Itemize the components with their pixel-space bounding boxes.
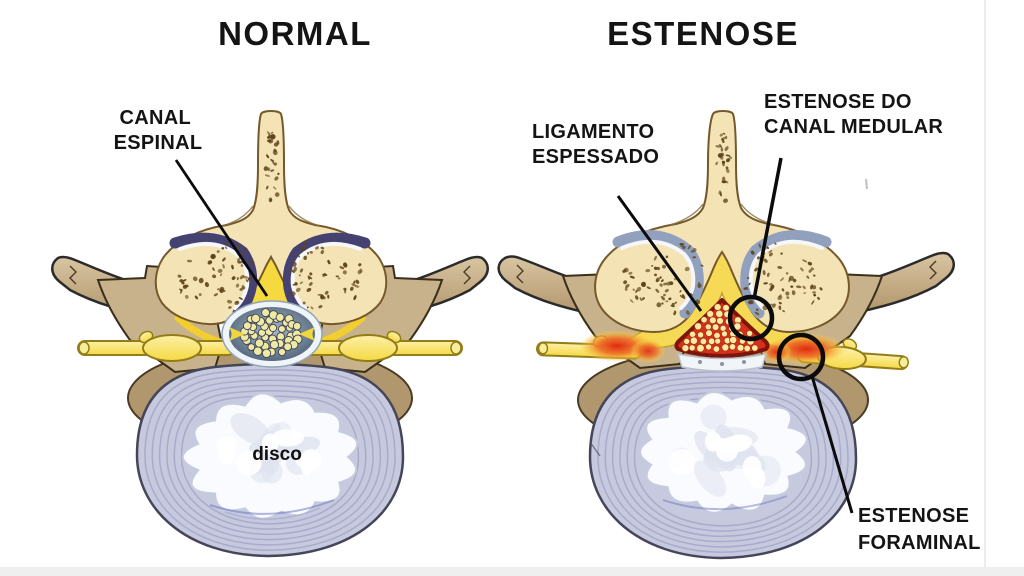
vertebral-arch-estenose <box>594 110 850 334</box>
nucleus-shade-arc <box>209 499 335 515</box>
bone-contour <box>288 205 321 227</box>
bone-crack-mark <box>516 264 524 284</box>
estenose-foraminal-label: ESTENOSE FORAMINAL <box>858 505 981 554</box>
nerve-ganglion <box>338 334 398 362</box>
bone-speckles <box>177 131 363 310</box>
nerve-cut-end <box>898 356 910 369</box>
stray-mark <box>865 178 868 190</box>
estenose-canal-medular-label: ESTENOSE DO CANAL MEDULAR <box>764 91 943 138</box>
panel-title-normal: NORMAL <box>218 15 372 52</box>
bottom-strip-artifact <box>0 567 1024 576</box>
facet-joint-space-left <box>178 241 250 310</box>
strip-dot <box>698 360 702 364</box>
foraminal-stenosis-highlight-circle <box>776 332 826 382</box>
spinal-canal-normal <box>221 300 323 368</box>
spinous-process-and-laminae <box>594 110 850 334</box>
canal-medular-pointer-line <box>752 157 783 300</box>
canal-espinal-pointer-line <box>174 159 269 297</box>
inflammation-left-inner <box>630 339 666 363</box>
strip-dot <box>742 360 746 364</box>
nerve-root-right-normal <box>304 330 463 362</box>
facet-ligament-lining-left <box>169 232 258 319</box>
bone-crack-mark <box>929 260 937 280</box>
bone-contour <box>669 203 704 226</box>
nerve-ganglion <box>142 334 202 362</box>
intervertebral-disc-estenose <box>588 364 858 560</box>
disc-label: disco <box>252 444 302 465</box>
canal-stenosis-highlight-circle <box>727 294 775 342</box>
panel-normal: disco <box>51 15 489 558</box>
facet-ligament-lining-right <box>282 232 371 319</box>
nerve-cut-end <box>78 341 90 355</box>
disc-nucleus <box>181 392 359 520</box>
bone-speckles <box>622 132 823 316</box>
strip-dot <box>720 362 724 366</box>
panel-estenose: LIGAMENTO ESPESSADO ESTENOSE DO CANAL ME… <box>497 15 981 560</box>
panel-title-estenose: ESTENOSE <box>607 15 799 52</box>
ligamento-espessado-label: LIGAMENTO ESPESSADO <box>532 121 660 168</box>
root-sleeve-right <box>299 327 315 341</box>
nucleus-shade-arc <box>224 507 321 520</box>
nerve-root-left-normal <box>77 330 236 362</box>
disc-nucleus <box>639 391 808 514</box>
spinous-process-and-laminae <box>154 110 388 326</box>
bone-contour <box>221 205 254 227</box>
intervertebral-disc-normal: disco <box>135 362 405 558</box>
bone-crack-mark <box>69 265 77 285</box>
nerve-cut-end <box>537 342 549 355</box>
annulus-crack-mark <box>589 441 601 457</box>
bone-contour <box>740 203 775 226</box>
nerve-cut-end <box>450 341 462 355</box>
spinal-canal-estenose <box>674 298 770 372</box>
root-sleeve-left <box>229 327 245 341</box>
nucleus-shade-arc <box>662 495 788 511</box>
nerve-rootlets <box>239 308 303 358</box>
facet-joint-space-left <box>620 239 696 310</box>
vertebral-arch-normal <box>154 110 388 326</box>
foraminal-pointer-line <box>810 375 854 514</box>
canal-espinal-label: CANAL ESPINAL <box>114 107 203 154</box>
bone-crack-mark <box>463 265 471 285</box>
ligamento-pointer-line <box>616 195 703 312</box>
